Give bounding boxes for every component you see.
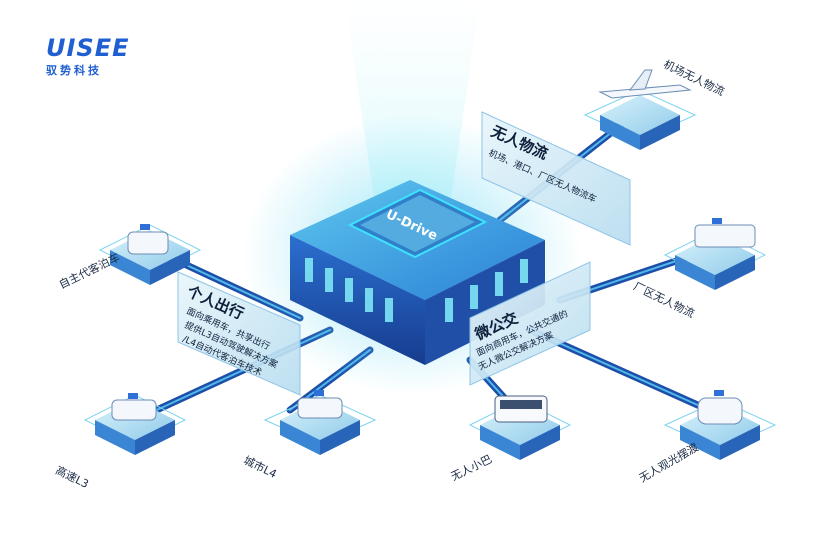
brand-logo: UISEE 驭势科技 bbox=[46, 36, 130, 78]
central-beam bbox=[345, 0, 480, 205]
logo-subtitle: 驭势科技 bbox=[46, 64, 102, 77]
panel-microbus bbox=[469, 261, 591, 386]
central-chip-block bbox=[290, 180, 545, 365]
node-factory bbox=[663, 218, 767, 290]
node-minibus bbox=[468, 395, 572, 460]
panel-personal bbox=[177, 271, 301, 396]
logo-mark: UISEE bbox=[46, 34, 130, 62]
node-city bbox=[263, 390, 377, 455]
node-tour bbox=[663, 390, 777, 460]
node-valet bbox=[98, 224, 202, 285]
node-highway bbox=[83, 393, 187, 455]
node-airport bbox=[583, 69, 697, 150]
panel-logistics bbox=[481, 111, 631, 246]
